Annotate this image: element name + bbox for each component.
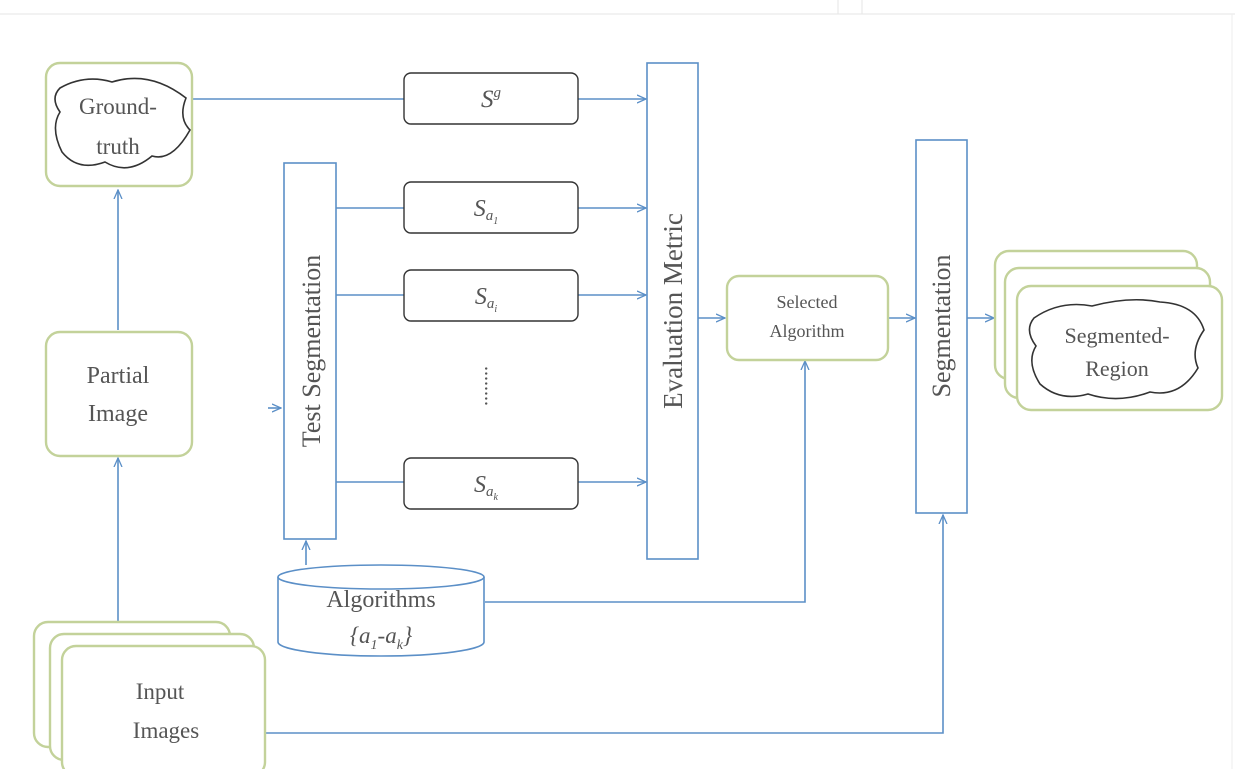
segmented-region-label-1: Segmented-	[1064, 323, 1169, 348]
segmentation-node: Segmentation	[915, 139, 968, 514]
ground-truth-label-2: truth	[96, 134, 140, 159]
selected-algorithm-node: Selected Algorithm	[725, 274, 890, 362]
input-images-label-1: Input	[136, 679, 185, 704]
algorithms-node: Algorithms {a1-ak}	[277, 564, 485, 657]
test-segmentation-label: Test Segmentation	[297, 255, 326, 447]
vertical-dots: ........	[480, 366, 502, 406]
symbol-sa1: Sa1	[403, 181, 579, 234]
input-images-label-2: Images	[133, 718, 199, 743]
partial-image-node: Partial Image	[44, 330, 194, 458]
svg-text:Sai: Sai	[475, 284, 498, 315]
arrow-algorithms-to-selected	[485, 361, 805, 603]
evaluation-metric-label: Evaluation Metric	[658, 213, 688, 409]
segmented-region-label-2: Region	[1085, 356, 1149, 381]
svg-text:Sg: Sg	[481, 85, 502, 113]
input-images-node: Input Images	[32, 620, 267, 769]
segmented-region-blob	[1028, 298, 1205, 400]
symbol-sak: Sak	[403, 457, 579, 510]
arrow-input-to-seg	[265, 515, 943, 734]
algorithms-label-2: {a1-ak}	[350, 623, 412, 653]
symbol-sai: Sai	[403, 269, 579, 322]
test-segmentation-node: Test Segmentation	[283, 162, 337, 540]
ground-truth-node: Ground- truth	[44, 61, 194, 188]
ground-truth-blob	[54, 77, 191, 169]
symbol-sg: Sg	[403, 72, 579, 125]
partial-image-label-1: Partial	[87, 363, 150, 389]
selected-algorithm-label-1: Selected	[777, 292, 838, 312]
algorithms-label-1: Algorithms	[326, 587, 435, 613]
evaluation-metric-node: Evaluation Metric	[646, 62, 699, 560]
ground-truth-label-1: Ground-	[79, 94, 157, 119]
partial-image-label-2: Image	[88, 401, 148, 427]
segmented-region-node: Segmented- Region	[993, 249, 1224, 412]
svg-text:Sa1: Sa1	[474, 196, 499, 227]
selected-algorithm-label-2: Algorithm	[770, 321, 845, 341]
segmentation-label: Segmentation	[927, 255, 956, 398]
symbol-dots: ........	[480, 366, 502, 406]
connectors	[118, 99, 994, 734]
svg-text:Sak: Sak	[474, 472, 499, 503]
